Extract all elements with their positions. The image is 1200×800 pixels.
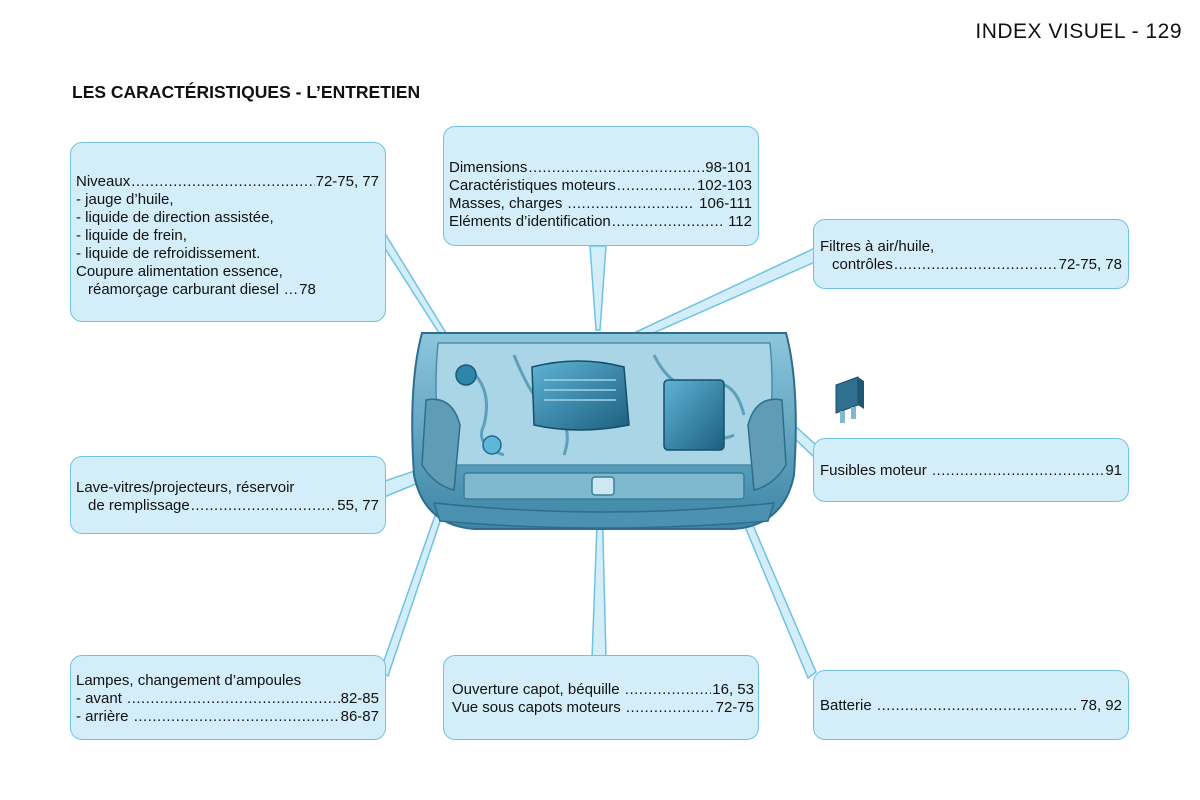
callout-dimensions: Dimensions .............................… [443,126,759,246]
arriere-row: - arrière ..............................… [76,708,379,726]
masses-row: Masses, charges ........................… [449,195,752,213]
dot-leader: ........................................… [528,159,704,176]
callout-ouverture: Ouverture capot, béquille ..............… [443,655,759,740]
arriere-label: - arrière [76,708,133,725]
callout-batterie: Batterie ...............................… [813,670,1129,740]
page-header: INDEX VISUEL - 129 [975,20,1182,43]
niveaux-row: Niveaux ................................… [76,173,379,191]
avant-label: - avant [76,690,127,707]
section-title: LES CARACTÉRISTIQUES - L’ENTRETIEN [72,82,421,102]
ouverture-row: Ouverture capot, béquille ..............… [452,681,754,699]
dot-leader: ........................................… [876,697,1079,714]
coupure-label: Coupure alimentation essence, [76,263,283,280]
dot-leader: ........................................… [133,708,340,725]
niveaux-item-4: - liquide de refroidissement. [76,245,261,262]
dimensions-label: Dimensions [449,159,528,176]
controles-row: contrôles ..............................… [820,256,1122,274]
niveaux-item-2: - liquide de direction assistée, [76,209,274,226]
batterie-pages: 78, 92 [1080,697,1122,714]
lave-vitres-label: Lave-vitres/projecteurs, réservoir [76,479,295,496]
remplissage-row: de remplissage .........................… [76,497,379,515]
masses-label: Masses, charges [449,195,567,212]
dot-leader: ... [284,281,299,298]
niveaux-item-3: - liquide de frein, [76,227,187,244]
reamorcage-pages: 78 [299,281,316,298]
controles-pages: 72-75, 78 [1058,256,1122,273]
dot-leader: ........................................… [893,256,1058,273]
avant-pages: 82-85 [340,690,379,707]
dot-leader: ........................................… [190,497,337,514]
callout-niveaux: Niveaux ................................… [70,142,386,322]
dot-leader: ........................................… [127,690,340,707]
caracteristiques-label: Caractéristiques moteurs [449,177,616,194]
reamorcage-row: réamorçage carburant diesel ... 78 [76,281,379,299]
vue-row: Vue sous capots moteurs ................… [452,699,754,717]
dot-leader: ........................................… [625,699,715,716]
filtres-label: Filtres à air/huile, [820,238,935,255]
callout-filtres: Filtres à air/huile, contrôles .........… [813,219,1129,289]
lampes-label: Lampes, changement d’ampoules [76,672,302,689]
elements-pages: 112 [723,213,752,230]
arriere-pages: 86-87 [340,708,379,725]
caracteristiques-pages: 102-103 [696,177,752,194]
dot-leader: ........................................… [567,195,694,212]
dot-leader: ........................................… [131,173,315,190]
ouverture-pages: 16, 53 [712,681,754,698]
dot-leader: ........................................… [616,177,696,194]
dimensions-row: Dimensions .............................… [449,159,752,177]
dot-leader: ........................................… [611,213,723,230]
batterie-row: Batterie ...............................… [820,697,1122,715]
callout-lampes: Lampes, changement d’ampoules - avant ..… [70,655,386,740]
niveaux-label: Niveaux [76,173,131,190]
dimensions-pages: 98-101 [705,159,752,176]
niveaux-pages: 72-75, 77 [315,173,379,190]
batterie-label: Batterie [820,697,876,714]
vue-pages: 72-75 [715,699,754,716]
avant-row: - avant ................................… [76,690,379,708]
caracteristiques-row: Caractéristiques moteurs ...............… [449,177,752,195]
dot-leader: ........................................… [624,681,712,698]
callout-lave-vitres: Lave-vitres/projecteurs, réservoir de re… [70,456,386,534]
niveaux-item-1: - jauge d’huile, [76,191,174,208]
elements-row: Eléments d’identification ..............… [449,213,752,231]
vue-label: Vue sous capots moteurs [452,699,625,716]
remplissage-label: de remplissage [88,497,190,514]
remplissage-pages: 55, 77 [337,497,379,514]
controles-label: contrôles [832,256,893,273]
fuse-icon [835,376,864,423]
fusibles-label: Fusibles moteur [820,462,931,479]
masses-pages: 106-111 [695,195,752,212]
reamorcage-label: réamorçage carburant diesel [88,281,284,298]
ouverture-label: Ouverture capot, béquille [452,681,624,698]
callout-fusibles: Fusibles moteur ........................… [813,438,1129,502]
elements-label: Eléments d’identification [449,213,611,230]
car-engine-bay-illustration [411,332,797,530]
fusibles-pages: 91 [1105,462,1122,479]
fusibles-row: Fusibles moteur ........................… [820,462,1122,480]
dot-leader: ........................................… [931,462,1105,479]
